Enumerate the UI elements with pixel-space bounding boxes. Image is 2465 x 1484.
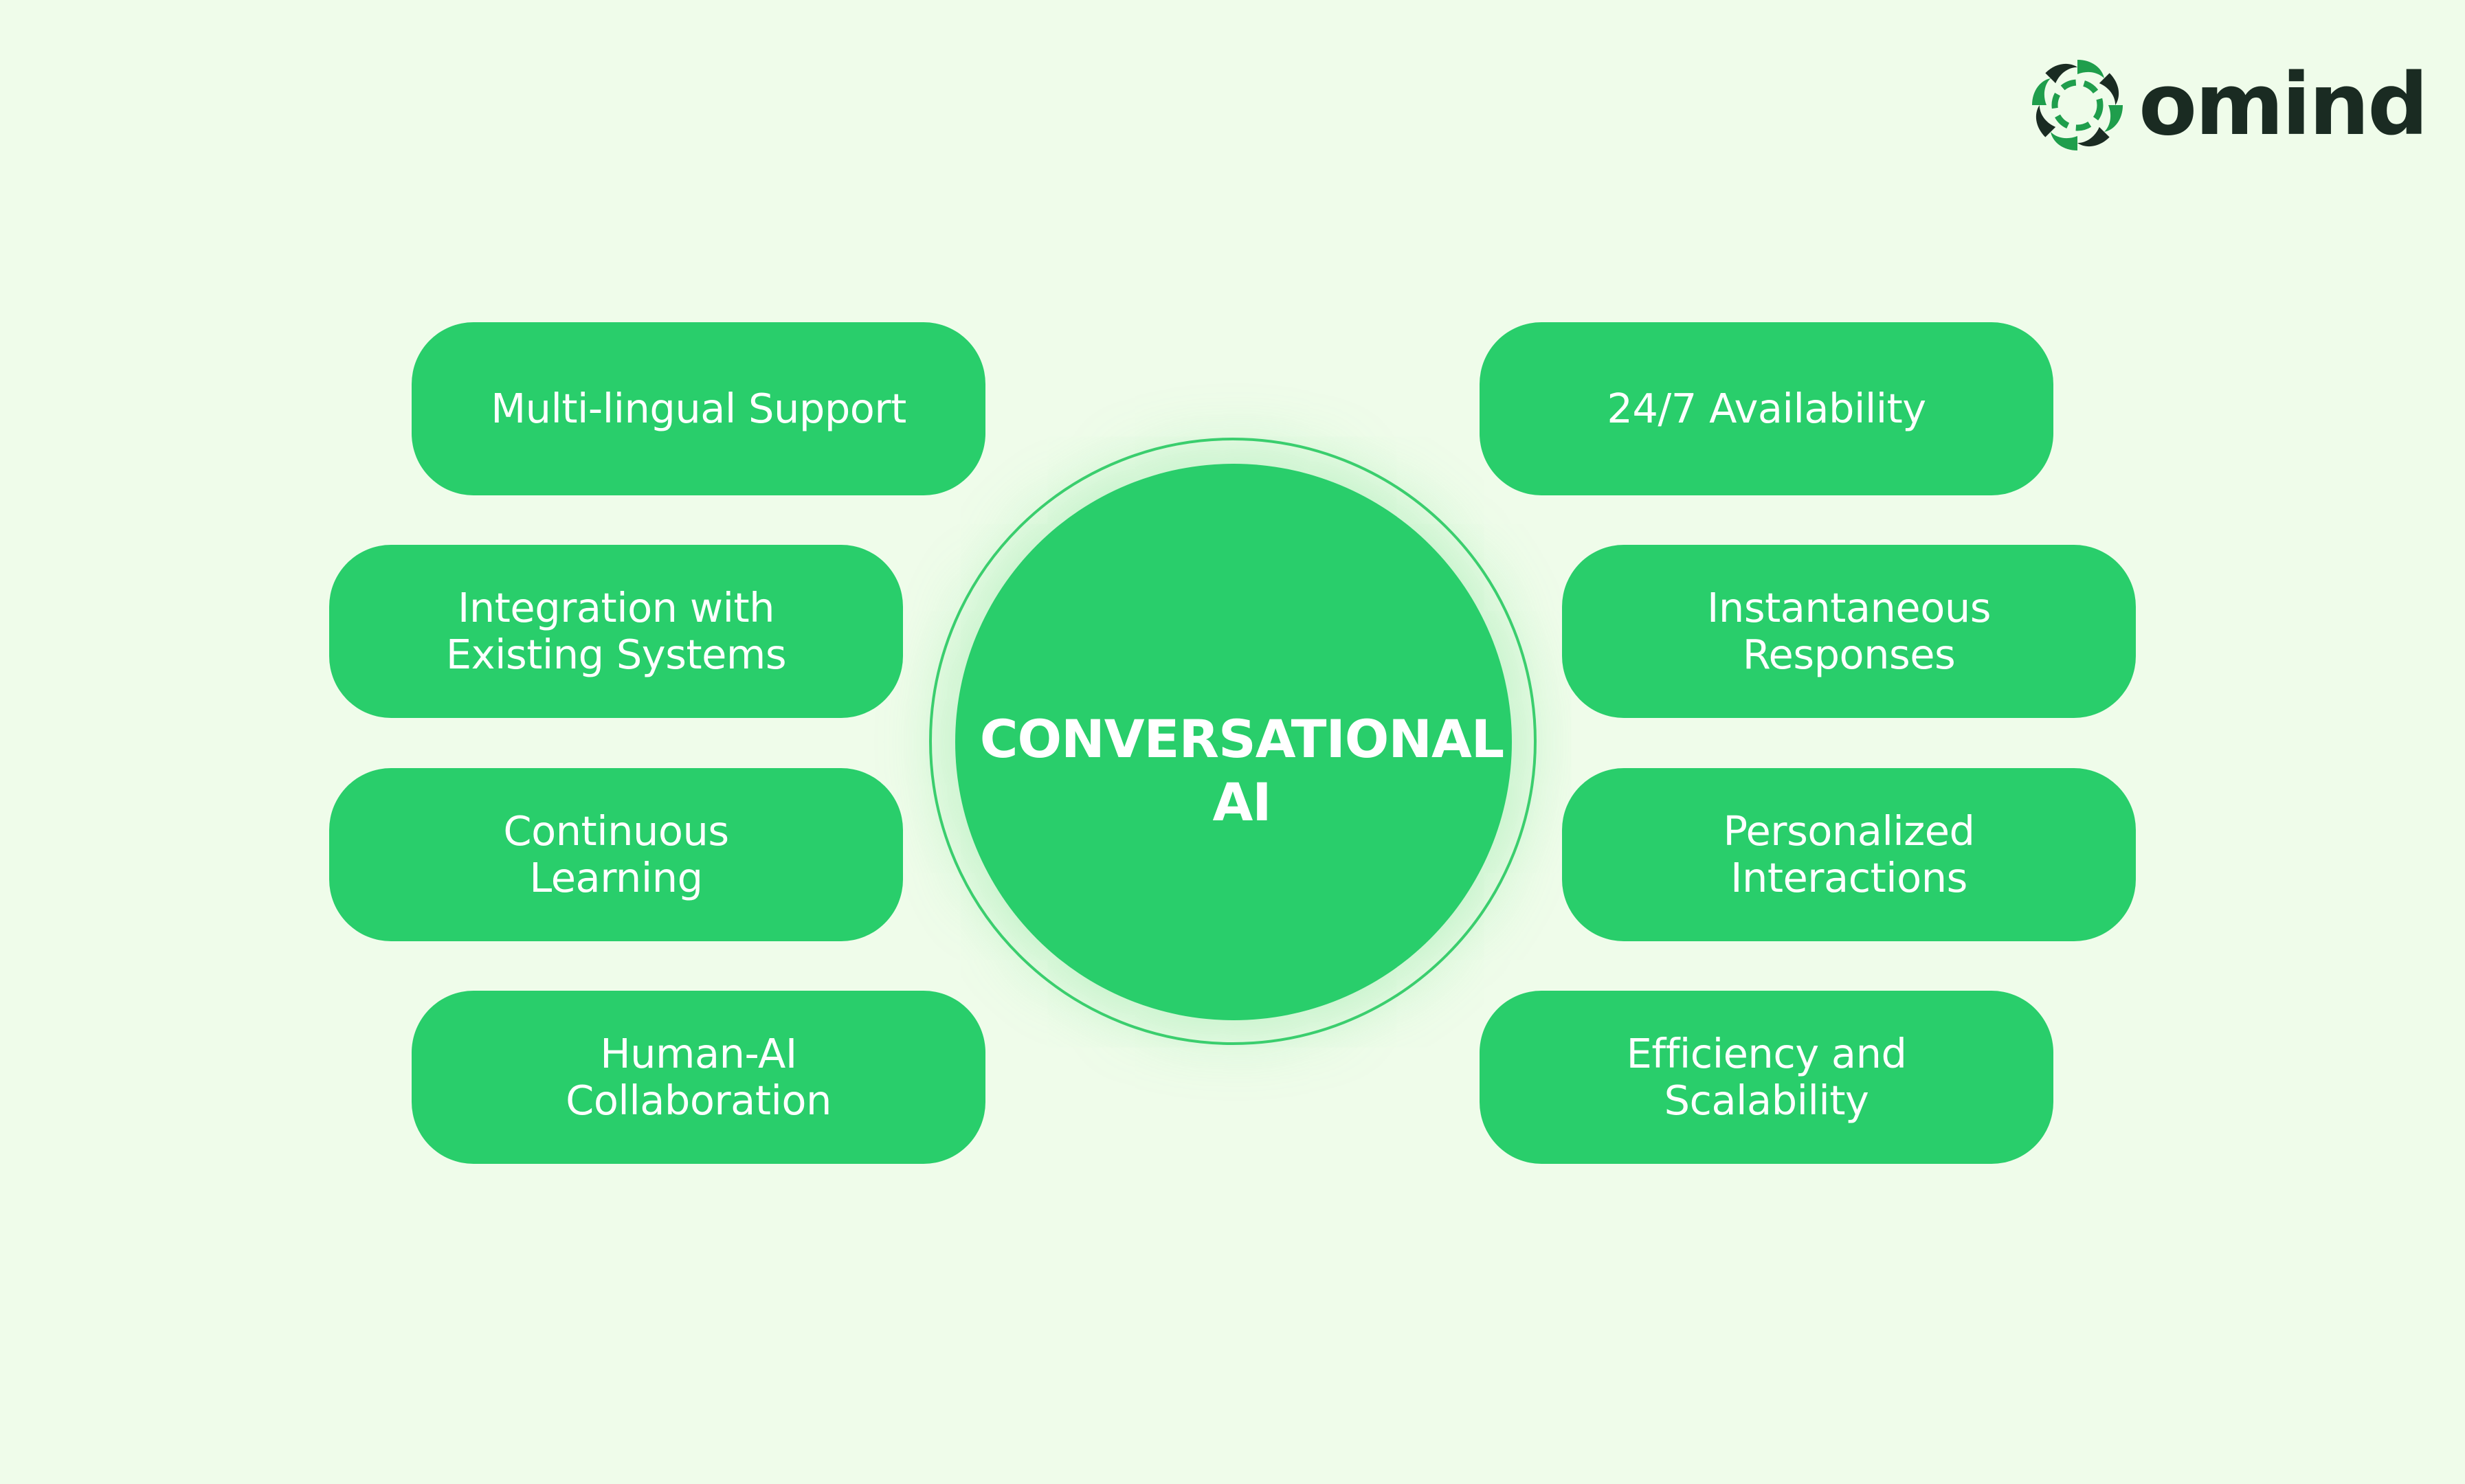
brand-name: omind [2139, 56, 2429, 155]
center-node [955, 464, 1512, 1020]
feature-node-label: Integration with Existing Systems [445, 584, 787, 678]
center-ring [929, 438, 1537, 1045]
feature-node-integration: Integration with Existing Systems [329, 545, 903, 718]
feature-node-personalized-interactions: Personalized Interactions [1562, 768, 2136, 941]
feature-node-label: Instantaneous Responses [1707, 584, 1991, 678]
feature-node-human-ai-collaboration: Human-AI Collaboration [412, 991, 985, 1164]
brand-logo: omind [2026, 54, 2429, 157]
center-node-label: CONVERSATIONAL AI [979, 708, 1504, 833]
feature-node-efficiency-scalability: Efficiency and Scalability [1480, 991, 2053, 1164]
feature-node-label: Continuous Learning [503, 807, 729, 901]
feature-node-label: Human-AI Collaboration [566, 1030, 832, 1124]
feature-node-multilingual-support: Multi-lingual Support [412, 322, 985, 495]
feature-node-instantaneous-responses: Instantaneous Responses [1562, 545, 2136, 718]
feature-node-label: Multi-lingual Support [491, 385, 906, 432]
feature-node-label: 24/7 Availability [1607, 385, 1926, 432]
omind-logo-icon [2032, 60, 2123, 150]
feature-node-continuous-learning: Continuous Learning [329, 768, 903, 941]
feature-node-label: Personalized Interactions [1723, 807, 1975, 901]
feature-node-availability: 24/7 Availability [1480, 322, 2053, 495]
feature-node-label: Efficiency and Scalability [1626, 1030, 1907, 1124]
